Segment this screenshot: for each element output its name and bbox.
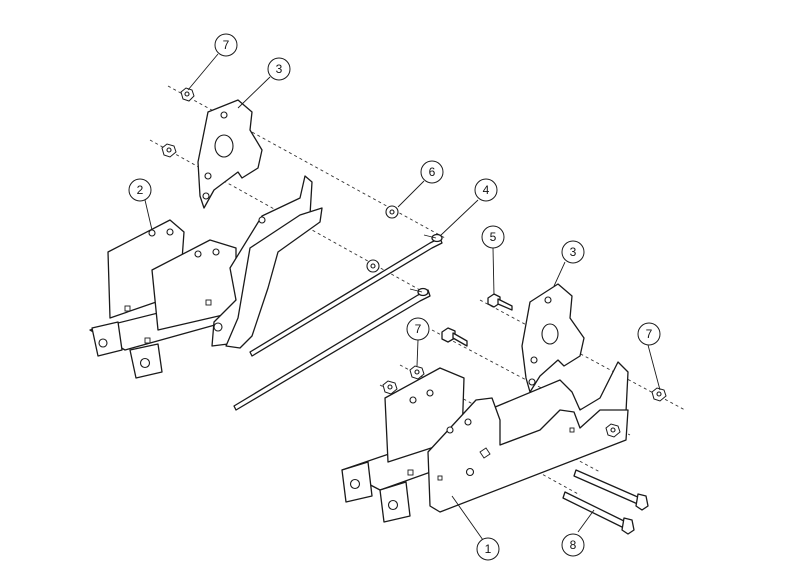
callout-4: 4 <box>474 178 498 202</box>
part-2-left-bracket <box>89 175 323 379</box>
callout-label: 2 <box>137 183 144 197</box>
callout-3-lower: 3 <box>561 240 585 264</box>
part-6-washer <box>385 205 399 219</box>
part-4-rods <box>233 233 443 411</box>
callout-label: 7 <box>223 38 230 52</box>
callout-3-top: 3 <box>267 57 291 81</box>
nut-lower-3 <box>651 387 667 402</box>
callout-label: 3 <box>276 62 283 76</box>
callout-label: 7 <box>415 322 422 336</box>
callout-6: 6 <box>420 160 444 184</box>
nut-lower-1 <box>409 365 425 380</box>
bolt-lower <box>441 327 468 347</box>
callout-label: 8 <box>570 538 577 552</box>
callout-label: 6 <box>429 165 436 179</box>
nut-upper-1 <box>180 87 195 102</box>
part-3-lower-plate <box>521 283 585 393</box>
callout-7-left: 7 <box>406 317 430 341</box>
nut-upper-2 <box>161 143 177 158</box>
nut-lower-4 <box>605 423 621 438</box>
part-1-main-frame <box>341 361 629 523</box>
callout-label: 1 <box>485 542 492 556</box>
callout-label: 3 <box>570 245 577 259</box>
callout-leaders <box>144 53 661 541</box>
callout-1: 1 <box>476 537 500 561</box>
callout-label: 5 <box>490 230 497 244</box>
callout-5: 5 <box>481 225 505 249</box>
callout-label: 4 <box>483 183 490 197</box>
nut-lower-2 <box>382 380 398 395</box>
callout-7-right: 7 <box>637 322 661 346</box>
callout-2: 2 <box>128 178 152 202</box>
callout-8: 8 <box>561 533 585 557</box>
washer-lower <box>366 259 380 273</box>
callout-label: 7 <box>646 327 653 341</box>
part-3-upper-plate <box>197 99 263 209</box>
part-5-bolt <box>487 293 513 311</box>
callout-7-top: 7 <box>214 33 238 57</box>
part-8-long-bolts <box>562 469 649 535</box>
